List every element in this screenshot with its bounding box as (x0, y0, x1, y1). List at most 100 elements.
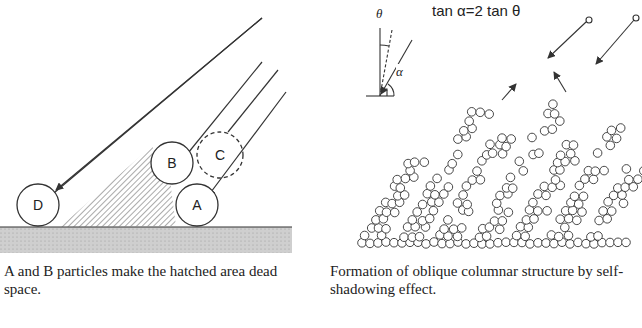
particle-letter: C (196, 131, 244, 179)
particle (614, 238, 623, 247)
particle (449, 225, 458, 234)
substrate-surface (0, 226, 292, 227)
particle (390, 238, 399, 247)
particle (612, 134, 621, 143)
particle (420, 158, 429, 167)
particle (589, 175, 598, 184)
particle (569, 141, 578, 150)
particle (422, 240, 431, 249)
particle (574, 200, 583, 209)
particle (438, 239, 447, 248)
particle (595, 216, 604, 225)
particle (502, 238, 511, 247)
particle (622, 238, 631, 247)
particle (519, 167, 528, 176)
particle (448, 159, 457, 168)
particle-letter: B (150, 141, 194, 185)
particle (550, 110, 559, 119)
particle (401, 174, 410, 183)
particle (393, 175, 402, 184)
particle (366, 239, 375, 248)
particle-letter: A (175, 183, 219, 227)
particle (549, 100, 558, 109)
particle (556, 151, 565, 160)
particle (622, 165, 631, 174)
particle (440, 225, 449, 234)
particle-circle: D (16, 183, 60, 227)
particle (542, 239, 551, 248)
particle (593, 149, 602, 158)
particle (526, 240, 535, 249)
particle (607, 207, 616, 216)
particle (561, 223, 570, 232)
particle-circle: B (150, 141, 194, 185)
particle (382, 225, 391, 234)
particle (594, 232, 603, 241)
particle (473, 167, 482, 176)
incident-flux (48, 18, 286, 198)
particle (579, 192, 588, 201)
particle (599, 207, 608, 216)
particle (548, 125, 557, 134)
particle (465, 117, 474, 126)
dashed-particle: C (196, 131, 244, 179)
particle (425, 214, 434, 223)
particle (566, 240, 575, 249)
particle (488, 149, 497, 158)
formula: tan α=2 tan θ (432, 2, 592, 20)
particle (515, 157, 524, 166)
particle (566, 149, 575, 158)
particle-letter: D (16, 183, 60, 227)
particle (498, 134, 507, 143)
particle (496, 191, 505, 200)
particle (444, 216, 453, 225)
particle (433, 174, 442, 183)
flux-arrows (502, 15, 639, 100)
particle (540, 127, 549, 136)
particle (476, 176, 485, 185)
particle-pile (358, 100, 642, 248)
particle (534, 207, 543, 216)
particle (625, 175, 634, 184)
particle (418, 200, 427, 209)
particle (564, 231, 573, 240)
particle (504, 208, 513, 217)
particle (506, 173, 515, 182)
particle (564, 214, 573, 223)
particle (498, 217, 507, 226)
particle (616, 124, 625, 133)
particle (502, 142, 511, 151)
angle-diagram (366, 28, 412, 96)
particle (581, 175, 590, 184)
particle (606, 141, 615, 150)
particle (413, 208, 422, 217)
particle (486, 140, 495, 149)
particle (460, 127, 469, 136)
particle (556, 215, 565, 224)
substrate (0, 227, 292, 253)
particle (603, 215, 612, 224)
particle (429, 206, 438, 215)
particle (426, 182, 435, 191)
particle (554, 232, 563, 241)
particle (512, 231, 521, 240)
particle (600, 166, 609, 175)
particle (528, 133, 537, 142)
particle (462, 240, 471, 249)
particle (535, 149, 544, 158)
particle (534, 190, 543, 199)
particle (396, 184, 405, 193)
particle (521, 232, 530, 241)
particle (476, 108, 485, 117)
particle (540, 182, 549, 191)
particle (485, 110, 494, 119)
particle (530, 215, 539, 224)
particle (408, 216, 417, 225)
particle (534, 239, 543, 248)
angle-symbol: θ (376, 6, 382, 22)
particle (467, 108, 476, 117)
particle (430, 238, 439, 247)
particle (507, 135, 516, 144)
particle (415, 232, 424, 241)
particle-circle: A (175, 183, 219, 227)
